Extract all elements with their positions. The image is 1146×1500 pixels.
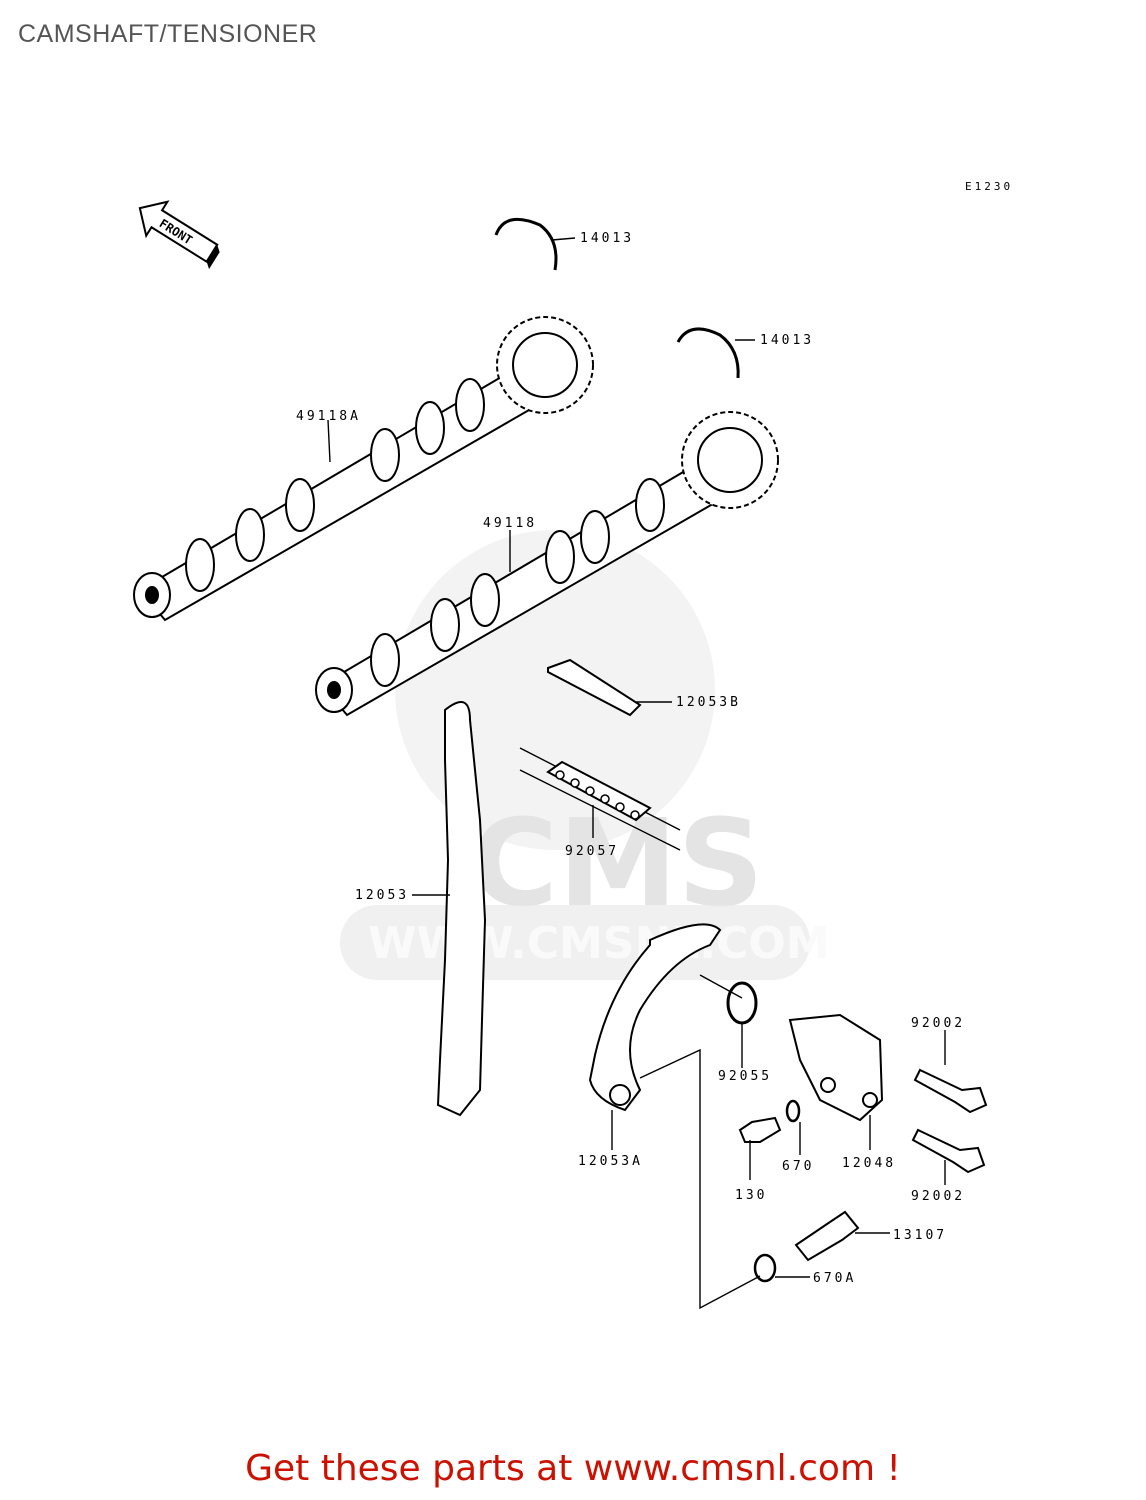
part-label[interactable]: 12053: [355, 888, 409, 903]
bolt-upper-icon: [913, 1068, 988, 1114]
part-label[interactable]: 92055: [718, 1069, 772, 1084]
part-label[interactable]: 12048: [842, 1156, 896, 1171]
part-label[interactable]: 12053A: [578, 1154, 643, 1169]
pivot-pin-icon: [794, 1210, 860, 1262]
tensioner-arm-icon: [588, 923, 722, 1112]
o-ring-small-icon: [753, 1253, 777, 1283]
diagram-code: E1230: [965, 180, 1013, 193]
watermark: CMS WWW.CMSNL.COM: [340, 530, 830, 980]
camshaft-exhaust-icon: [133, 316, 594, 622]
part-label[interactable]: 92002: [911, 1016, 965, 1031]
chain-guide-front-icon: [436, 701, 487, 1117]
part-label[interactable]: 49118: [483, 516, 537, 531]
o-ring-icon: [726, 981, 758, 1025]
tensioner-assembly-icon: [788, 1013, 884, 1122]
part-label[interactable]: 49118A: [296, 409, 361, 424]
watermark-url: WWW.CMSNL.COM: [368, 918, 830, 969]
tensioner-arm-pivot-icon: [609, 1084, 631, 1106]
part-label[interactable]: 670: [782, 1159, 814, 1174]
washer-icon: [785, 1099, 801, 1123]
part-label[interactable]: 13107: [893, 1228, 947, 1243]
chain-guide-top-icon: [547, 658, 642, 717]
part-label[interactable]: 12053B: [676, 695, 741, 710]
bolt-lower-icon: [911, 1128, 986, 1174]
snap-ring-lower-icon: [676, 327, 740, 379]
camshaft-intake-icon: [315, 411, 779, 717]
flange-bolt-icon: [738, 1116, 782, 1143]
leader-lines: [327, 237, 946, 1310]
part-label[interactable]: 130: [735, 1188, 767, 1203]
part-label[interactable]: 92057: [565, 844, 619, 859]
part-label[interactable]: 14013: [760, 333, 814, 348]
footer-cta-link[interactable]: Get these parts at www.cmsnl.com !: [245, 1448, 901, 1489]
cam-chain-icon: [519, 747, 681, 851]
page-title: CAMSHAFT/TENSIONER: [18, 20, 318, 48]
part-label[interactable]: 92002: [911, 1189, 965, 1204]
snap-ring-upper-icon: [494, 217, 558, 271]
part-label[interactable]: 670A: [813, 1271, 856, 1286]
front-arrow-icon: FRONT: [138, 200, 220, 270]
part-label[interactable]: 14013: [580, 231, 634, 246]
